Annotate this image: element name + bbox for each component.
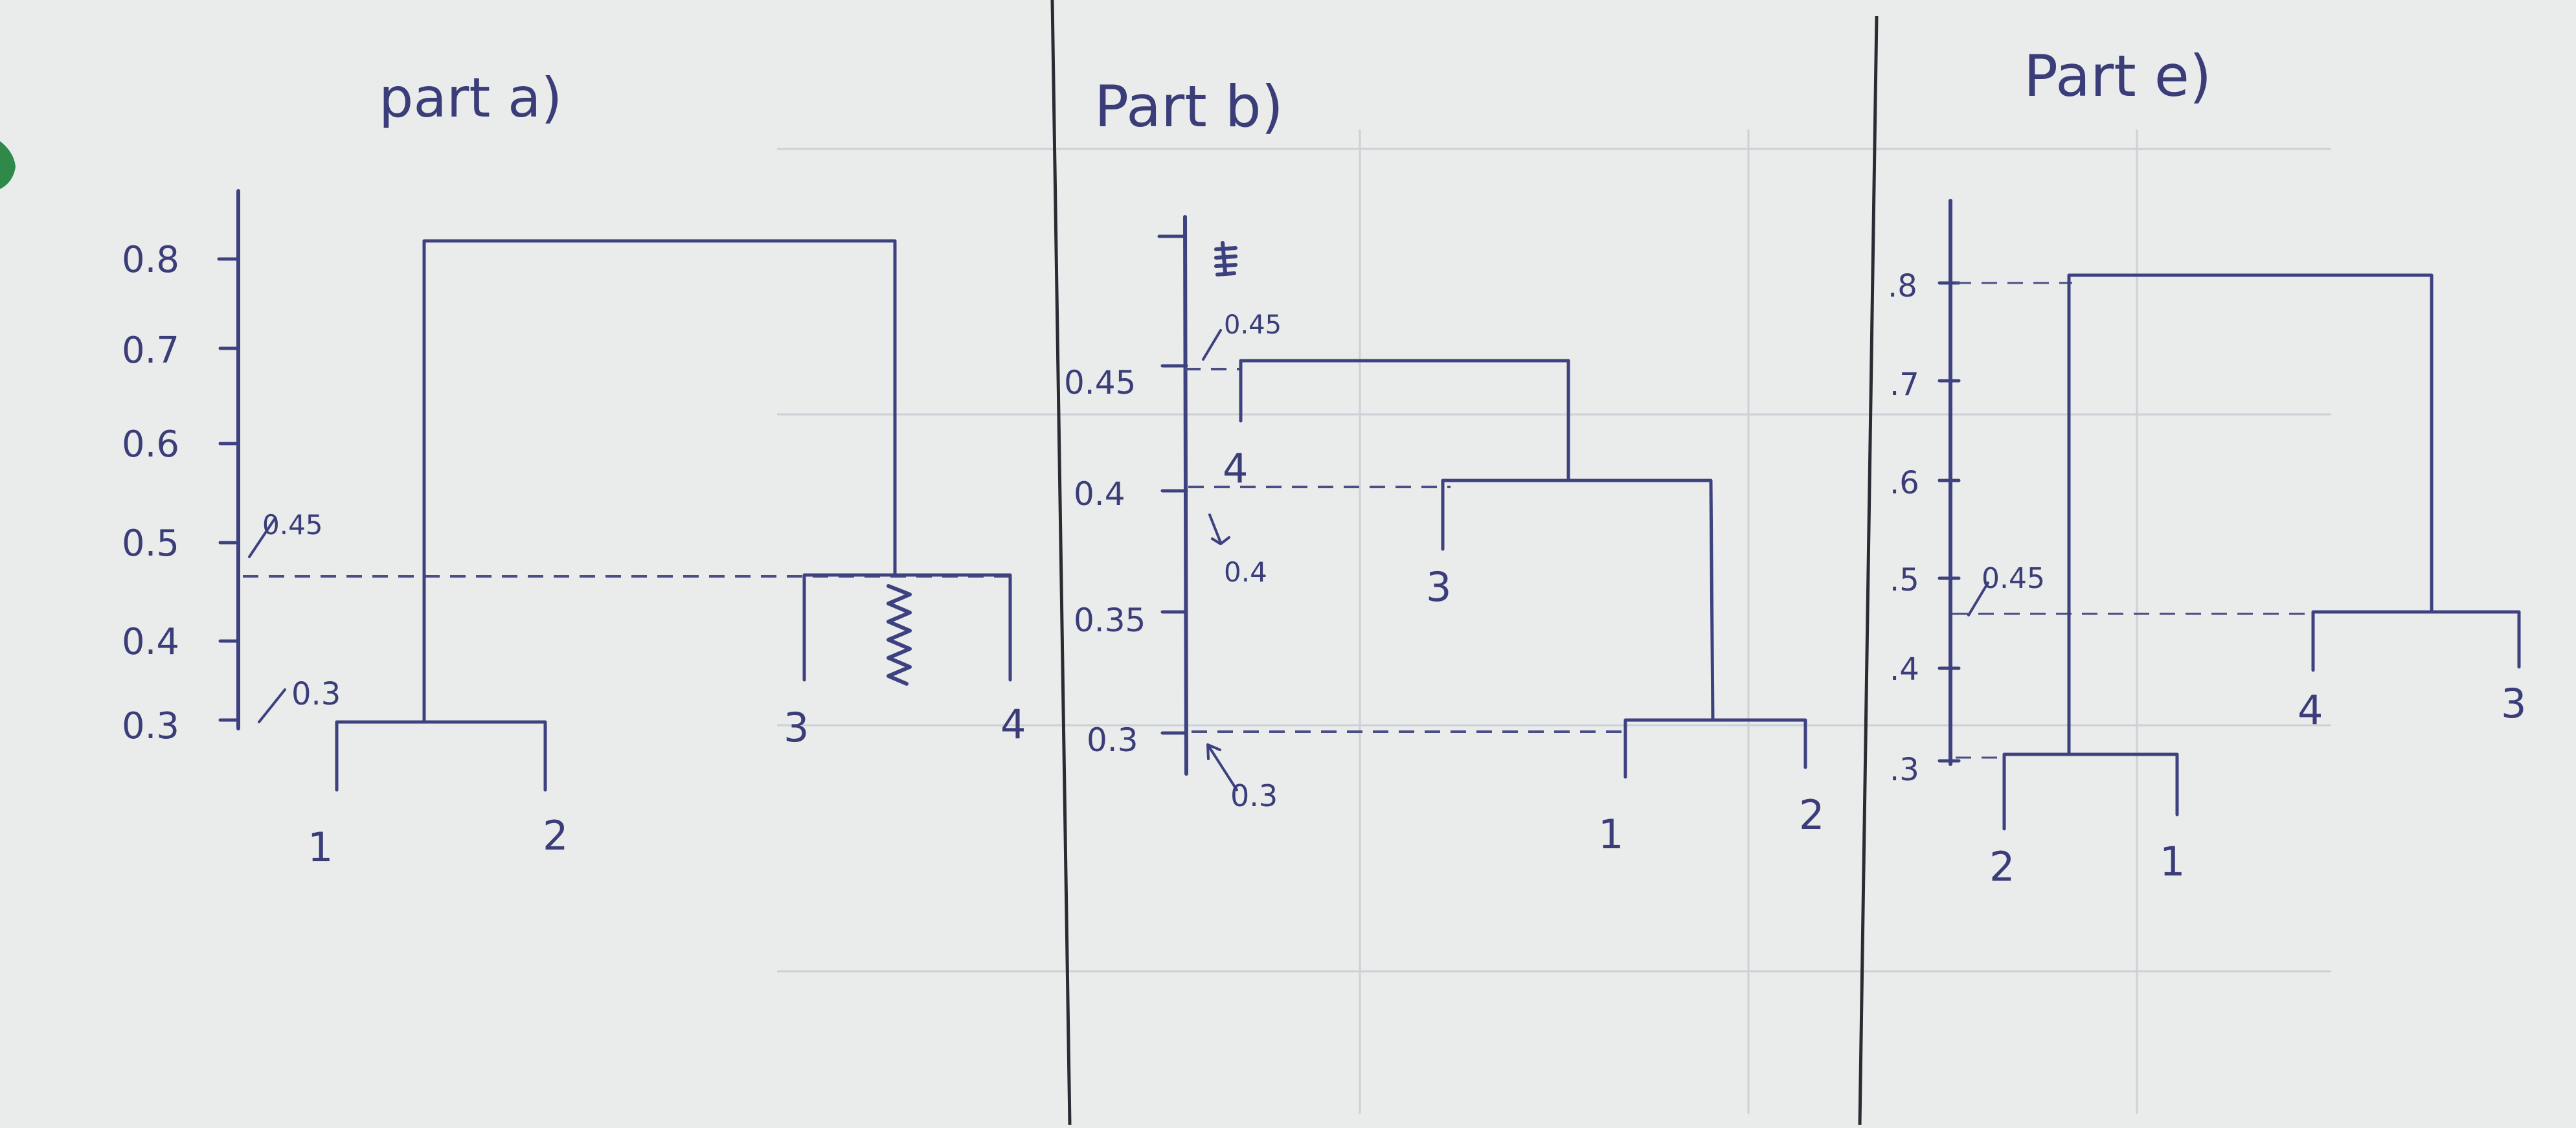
panel-c-arrow-045 (1967, 581, 1989, 616)
panel-a-annotation-03: 0.3 (291, 676, 341, 712)
panel-b-y-axis (1183, 215, 1188, 776)
panel-a-dendrogram (335, 239, 1012, 792)
panel-b-tick-04: 0.4 (1074, 475, 1125, 513)
panel-a-leaf-1: 1 (308, 824, 333, 871)
panel-c-tick-3: .3 (1890, 752, 1919, 788)
panel-a-tick-03: 0.3 (122, 705, 179, 747)
panel-b-leaf-4: 4 (1223, 445, 1248, 492)
panel-c-leaf-4: 4 (2298, 686, 2323, 734)
panel-c-tick-4: .4 (1890, 651, 1919, 688)
panel-a-tick-08: 0.8 (122, 239, 179, 281)
panel-a: part a) 0.8 0.7 0.6 0.5 0.4 0.3 0.45 0.3… (122, 66, 1026, 871)
panel-c-leaf-2: 2 (1989, 843, 2015, 890)
panel-c-title: Part e) (2024, 43, 2211, 109)
panel-a-tick-05: 0.5 (122, 523, 179, 565)
panel-c-leaf-3: 3 (2501, 680, 2526, 727)
panel-b-tick-045: 0.45 (1064, 364, 1136, 401)
panel-b-leaf-2: 2 (1799, 791, 1824, 839)
panel-c-tick-8: .8 (1888, 268, 1917, 304)
panel-b-dendrogram (1239, 359, 1807, 779)
green-tab-mark (0, 141, 16, 189)
panel-a-arrow-03 (258, 688, 286, 723)
panel-b-tick-035: 0.35 (1074, 602, 1146, 639)
panel-a-leaf-4: 4 (1000, 701, 1026, 748)
panel-c-leaf-1: 1 (2160, 838, 2185, 885)
panel-c-tick-6: .6 (1890, 465, 1919, 501)
divider-right (1858, 16, 1879, 1125)
panel-a-tick-07: 0.7 (122, 330, 179, 372)
background-table-texture (777, 130, 2331, 1114)
panel-b-arrow-03 (1206, 743, 1238, 791)
panel-b-arrow-045 (1202, 329, 1222, 361)
panel-b-annotation-03: 0.3 (1230, 778, 1278, 813)
panel-b-scribble (1214, 241, 1237, 276)
panel-b-annotation-045: 0.45 (1224, 310, 1282, 340)
panel-b-arrow-04 (1208, 513, 1230, 545)
panel-c-annotation-045: 0.45 (1982, 562, 2045, 595)
divider-left (1050, 0, 1072, 1125)
panel-a-tick-04: 0.4 (122, 621, 179, 663)
panel-b-leaf-1: 1 (1598, 811, 1623, 858)
panel-b-leaf-3: 3 (1426, 563, 1451, 611)
panel-b: Part b) 0.45 0.4 0.35 0.3 0.45 0.4 0.3 4 (1064, 73, 1824, 858)
panel-b-title: Part b) (1094, 73, 1283, 140)
panel-c-tick-5: .5 (1890, 562, 1919, 598)
panel-a-arrow-045 (248, 517, 277, 558)
panel-c-dendrogram (2002, 273, 2521, 831)
panel-b-annotation-04: 0.4 (1224, 556, 1267, 588)
panel-a-scribble (887, 584, 912, 686)
panel-c-tick-7: .7 (1890, 367, 1919, 403)
panel-a-title: part a) (379, 66, 562, 130)
panel-b-tick-03: 0.3 (1087, 721, 1138, 759)
panel-a-leaf-2: 2 (543, 812, 568, 859)
panel-c: Part e) .8 .7 .6 .5 .4 .3 0.45 2 1 4 3 (1888, 43, 2526, 890)
panel-a-tick-06: 0.6 (122, 423, 179, 466)
panel-a-leaf-3: 3 (784, 704, 809, 751)
panel-a-annotation-045: 0.45 (262, 509, 323, 541)
